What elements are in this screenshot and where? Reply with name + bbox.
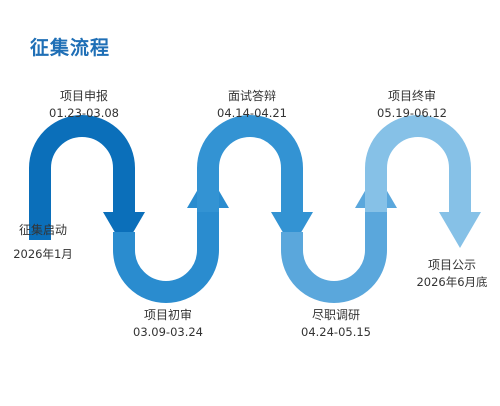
- stage-label-apply: 项目申报 01.23-03.08: [44, 88, 124, 122]
- flow-segment-1: [29, 115, 135, 240]
- flow-segment-4: [281, 206, 387, 303]
- stage-label-final-review: 项目终审 05.19-06.12: [372, 88, 452, 122]
- stage-name: 面试答辩: [227, 89, 276, 103]
- arrow-down-3: [271, 212, 313, 248]
- stage-date: 03.09-03.24: [133, 325, 203, 339]
- stage-name: 征集启动: [18, 223, 67, 237]
- stage-name: 尽职调研: [311, 308, 360, 322]
- flow-segment-5: [365, 115, 471, 214]
- stage-name: 项目申报: [59, 89, 108, 103]
- stage-date: 01.23-03.08: [49, 106, 119, 120]
- page-title: 征集流程: [30, 37, 111, 59]
- stage-label-start: 征集启动 2026年1月: [8, 222, 78, 263]
- stage-date: 2026年1月: [13, 247, 73, 261]
- stage-label-initial-review: 项目初审 03.09-03.24: [128, 307, 208, 341]
- stage-label-due-diligence: 尽职调研 04.24-05.15: [296, 307, 376, 341]
- arrow-down-1: [103, 212, 145, 248]
- stage-name: 项目公示: [427, 258, 476, 272]
- stage-label-announce: 项目公示 2026年6月底: [408, 257, 496, 291]
- stage-date: 04.24-05.15: [301, 325, 371, 339]
- stage-label-interview: 面试答辩 04.14-04.21: [212, 88, 292, 122]
- stage-date: 04.14-04.21: [217, 106, 287, 120]
- flow-segment-2: [113, 206, 219, 303]
- stage-name: 项目初审: [143, 308, 192, 322]
- stage-date: 2026年6月底: [416, 275, 488, 289]
- stage-date: 05.19-06.12: [377, 106, 447, 120]
- stage-name: 项目终审: [387, 89, 436, 103]
- arrow-down-5: [439, 212, 481, 248]
- flow-segment-3: [197, 115, 303, 214]
